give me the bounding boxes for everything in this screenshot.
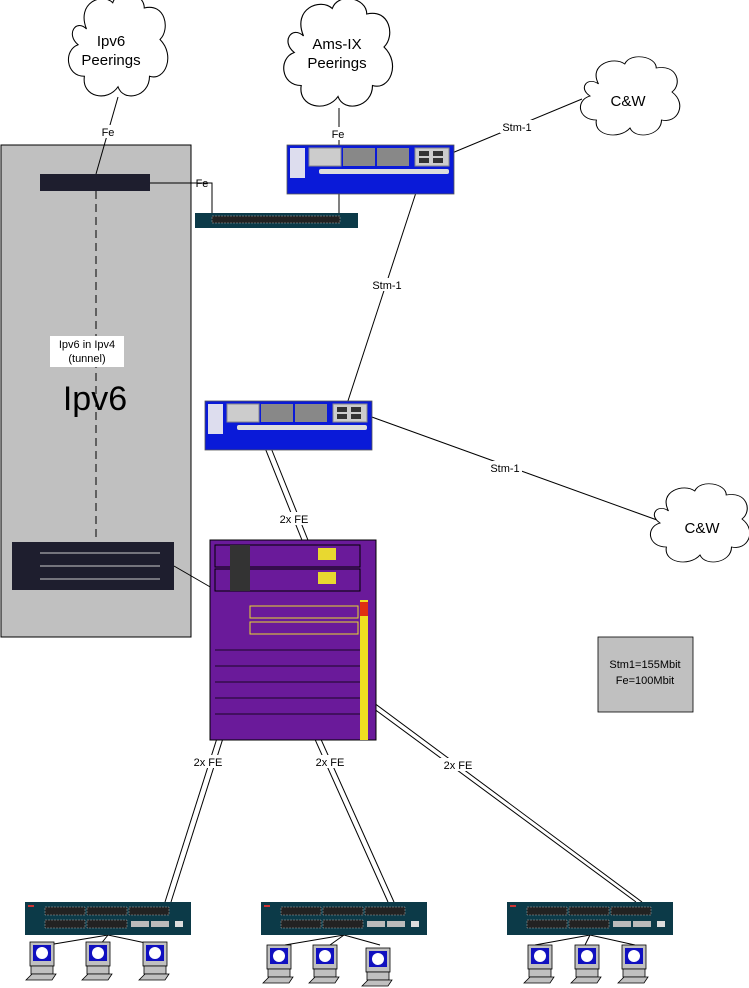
- access-switch-3: [506, 901, 674, 936]
- link-server-chassis: [173, 565, 213, 589]
- tunnel-label-line2: (tunnel): [68, 353, 105, 365]
- label-fe-access-1: 2x FE: [194, 757, 223, 769]
- pc-icon: [138, 941, 170, 981]
- fe-switch: [195, 213, 358, 228]
- pc-icon: [262, 944, 294, 984]
- access-switch-1: [24, 901, 192, 936]
- cloud-label-line1: Ams-IX: [312, 36, 361, 53]
- cloud-label-line2: Peerings: [307, 55, 366, 72]
- tunnel-label-box: [50, 336, 124, 367]
- ipv6-zone-title: Ipv6: [63, 380, 127, 418]
- ipv6-server: [12, 542, 174, 590]
- cloud-amsix-peerings: Ams-IX Peerings: [283, 0, 394, 107]
- core-chassis: [209, 539, 377, 741]
- pc-icon: [81, 941, 113, 981]
- label-stm1-routers: Stm-1: [372, 280, 401, 292]
- ipv6-router: [40, 174, 150, 191]
- access-switch-2: [260, 901, 428, 936]
- pc-icon: [308, 944, 340, 984]
- workstations: [25, 941, 649, 987]
- cloud-label: C&W: [685, 520, 721, 537]
- tunnel-label-line1: Ipv6 in Ipv4: [59, 339, 115, 351]
- pc-icon: [617, 944, 649, 984]
- cloud-label-line1: Ipv6: [97, 33, 125, 50]
- legend-stm1: Stm1=155Mbit: [609, 659, 680, 671]
- label-fe-access-2: 2x FE: [316, 757, 345, 769]
- label-fe-switch: Fe: [196, 178, 209, 190]
- pc-icon: [25, 941, 57, 981]
- label-fe-amsix: Fe: [332, 129, 345, 141]
- label-fe-router-chassis: 2x FE: [280, 514, 309, 526]
- label-fe-ipv6: Fe: [102, 127, 115, 139]
- pc-icon: [570, 944, 602, 984]
- label-fe-access-3: 2x FE: [444, 760, 473, 772]
- legend-box: Stm1=155Mbit Fe=100Mbit: [597, 636, 694, 713]
- link-fe-switch: [150, 182, 213, 215]
- pc-icon: [361, 947, 393, 987]
- router-middle: [204, 400, 373, 451]
- cloud-ipv6-peerings: Ipv6 Peerings: [67, 0, 169, 97]
- label-stm1-cw-bottom: Stm-1: [490, 463, 519, 475]
- cloud-label-line2: Peerings: [81, 52, 140, 69]
- pc-icon: [523, 944, 555, 984]
- legend-fe: Fe=100Mbit: [616, 675, 674, 687]
- link-labels: Fe Fe Fe Stm-1 Stm-1 Stm-1 2x FE 2x FE 2…: [100, 120, 534, 772]
- label-stm1-cw-top: Stm-1: [502, 122, 531, 134]
- cloud-cw-top: C&W: [579, 56, 681, 136]
- cloud-label: C&W: [611, 93, 647, 110]
- router-top: [286, 144, 455, 195]
- cloud-cw-bottom: C&W: [649, 483, 749, 563]
